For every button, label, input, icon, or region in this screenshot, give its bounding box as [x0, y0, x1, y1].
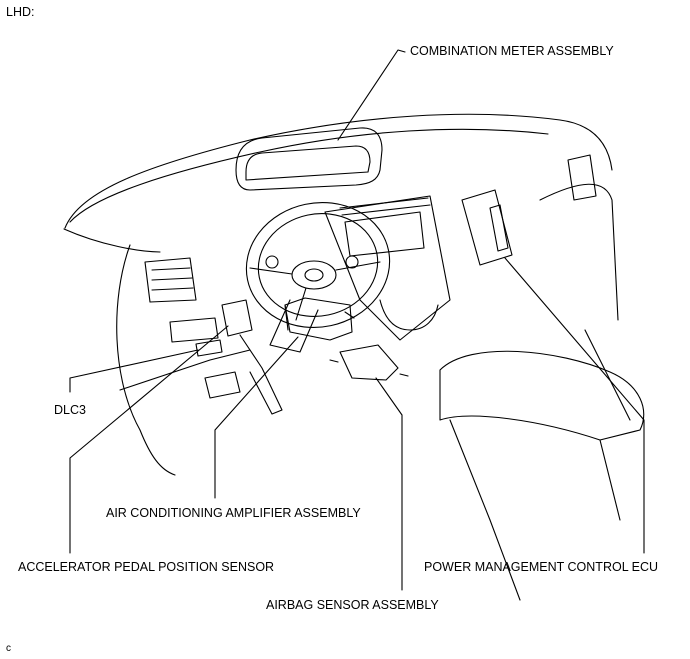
steering-button-right	[345, 255, 359, 269]
console-armrest	[439, 350, 645, 441]
steering-wheel-inner	[257, 213, 379, 317]
air-conditioning-amplifier	[284, 297, 353, 341]
left-air-vent-slats	[151, 267, 194, 291]
label-airbag-sensor-assembly: AIRBAG SENSOR ASSEMBLY	[266, 598, 439, 612]
center-vents	[339, 197, 431, 216]
steering-button-left	[265, 255, 279, 269]
air-conditioning-amplifier-bracket	[284, 304, 355, 331]
footer-code: c	[6, 643, 11, 654]
label-combination-meter-assembly: COMBINATION METER ASSEMBLY	[410, 44, 614, 58]
steering-emblem	[304, 268, 324, 282]
variant-label: LHD:	[6, 5, 35, 19]
combination-meter	[235, 127, 383, 191]
lower-dash-edge	[119, 349, 251, 391]
leader-power-management-ecu	[504, 257, 645, 554]
brake-pedal	[204, 371, 241, 399]
leader-air-conditioning-amplifier	[214, 336, 299, 499]
dashboard-top-edge-inner	[69, 128, 549, 223]
leader-combination-meter	[337, 49, 406, 141]
label-accelerator-pedal-position-sensor: ACCELERATOR PEDAL POSITION SENSOR	[18, 560, 275, 574]
steering-spoke	[249, 261, 381, 321]
right-air-vent	[567, 154, 597, 201]
center-stack	[324, 195, 451, 341]
lower-left-dash	[116, 244, 176, 476]
combination-meter-screen	[245, 145, 371, 181]
leader-airbag-sensor	[375, 377, 403, 591]
center-display	[344, 211, 425, 257]
right-door-line	[584, 329, 631, 421]
airbag-sensor-bolt	[329, 359, 409, 377]
accelerator-pedal-sensor	[221, 299, 253, 337]
label-air-conditioning-amplifier-assembly: AIR CONDITIONING AMPLIFIER ASSEMBLY	[106, 506, 361, 520]
dashboard-top-edge	[64, 113, 613, 229]
right-dash-edge	[539, 183, 619, 321]
label-dlc3: DLC3	[54, 403, 86, 417]
center-controls	[379, 299, 439, 331]
steering-hub	[291, 260, 337, 290]
left-air-vent	[144, 257, 197, 303]
steering-column	[269, 299, 319, 353]
leader-accelerator-pedal-sensor	[69, 325, 229, 554]
power-management-ecu-connector	[489, 204, 509, 252]
windshield-line	[63, 228, 161, 253]
leader-dlc3	[69, 349, 199, 393]
console-side	[449, 419, 621, 601]
power-management-ecu	[461, 189, 513, 266]
accelerator-pedal-arm	[239, 334, 283, 415]
left-switch-panel	[169, 317, 219, 343]
label-power-management-control-ecu: POWER MANAGEMENT CONTROL ECU	[424, 560, 659, 574]
airbag-sensor	[339, 344, 399, 381]
steering-wheel-outer	[245, 201, 391, 329]
